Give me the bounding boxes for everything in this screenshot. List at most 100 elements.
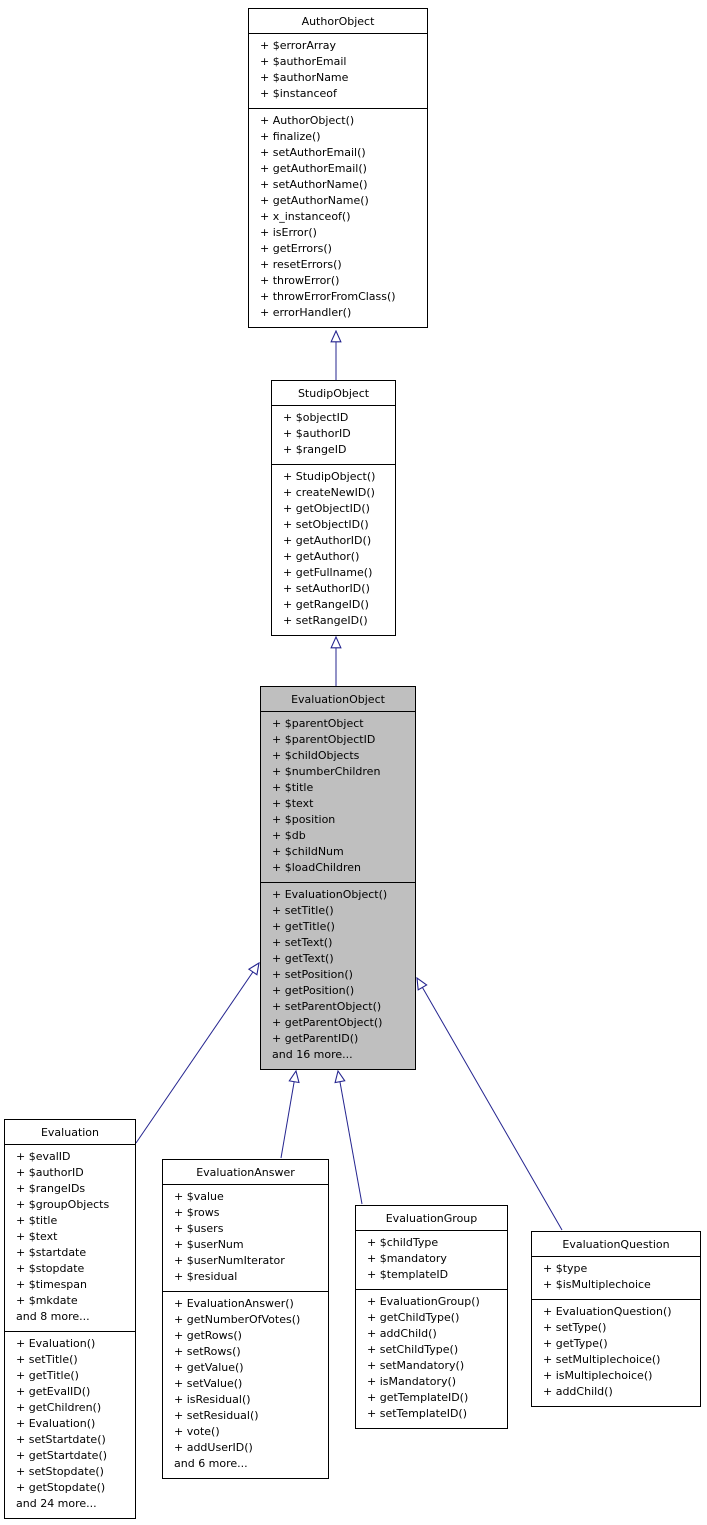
member-row: + $mandatory (367, 1252, 447, 1265)
member-row: + getTemplateID() (367, 1391, 469, 1404)
member-row: + setValue() (174, 1377, 243, 1390)
member-row: + StudipObject() (283, 470, 376, 483)
member-row: + getType() (543, 1337, 608, 1350)
methods-compartment: + EvaluationObject()+ setTitle()+ getTit… (261, 883, 415, 1069)
member-row: + Evaluation() (16, 1337, 96, 1350)
inheritance-arrow-evaluationgroup-to-evaluationobject (338, 1071, 363, 1205)
fields-compartment: + $childType+ $mandatory+ $templateID (356, 1231, 507, 1290)
member-row: + getAuthorID() (283, 534, 372, 547)
member-row: + $timespan (16, 1278, 87, 1291)
class-box-studipobject[interactable]: StudipObject + $objectID+ $authorID+ $ra… (271, 380, 396, 636)
member-row: + $value (174, 1190, 224, 1203)
member-row: + $userNum (174, 1238, 244, 1251)
member-row: + $mkdate (16, 1294, 78, 1307)
member-row: + $type (543, 1262, 588, 1275)
fields-compartment: + $value+ $rows+ $users+ $userNum+ $user… (163, 1185, 328, 1292)
member-row: + $rows (174, 1206, 220, 1219)
member-row: + getEvalID() (16, 1385, 91, 1398)
member-row: + $childObjects (272, 749, 360, 762)
member-row: + throwErrorFromClass() (260, 290, 396, 303)
member-row: + EvaluationQuestion() (543, 1305, 672, 1318)
member-row: + setMandatory() (367, 1359, 465, 1372)
member-row: and 16 more... (272, 1048, 353, 1061)
member-row: + isMultiplechoice() (543, 1369, 653, 1382)
member-row: + EvaluationGroup() (367, 1295, 480, 1308)
member-row: + $objectID (283, 411, 349, 424)
class-title[interactable]: EvaluationObject (261, 687, 415, 712)
member-row: + $authorName (260, 71, 349, 84)
member-row: + setObjectID() (283, 518, 369, 531)
member-row: + EvaluationObject() (272, 888, 388, 901)
member-row: + setRangeID() (283, 614, 368, 627)
member-row: + isError() (260, 226, 317, 239)
member-row: + finalize() (260, 130, 321, 143)
class-title[interactable]: EvaluationAnswer (163, 1160, 328, 1185)
inheritance-arrow-evaluationquestion-to-evaluationobject (417, 978, 563, 1231)
member-row: + $startdate (16, 1246, 87, 1259)
member-row: + resetErrors() (260, 258, 342, 271)
member-row: + setPosition() (272, 968, 353, 981)
class-title[interactable]: StudipObject (272, 381, 395, 406)
member-row: + $parentObjectID (272, 733, 376, 746)
member-row: + setTitle() (16, 1353, 78, 1366)
class-title[interactable]: EvaluationGroup (356, 1206, 507, 1231)
class-box-evaluationquestion[interactable]: EvaluationQuestion + $type+ $isMultiplec… (531, 1231, 701, 1407)
class-box-evaluation[interactable]: Evaluation + $evalID+ $authorID+ $rangeI… (4, 1119, 136, 1519)
member-row: + getAuthor() (283, 550, 360, 563)
member-row: + addChild() (367, 1327, 437, 1340)
member-row: + getParentID() (272, 1032, 359, 1045)
member-row: + getStopdate() (16, 1481, 106, 1494)
member-row: + setMultiplechoice() (543, 1353, 661, 1366)
member-row: and 24 more... (16, 1497, 97, 1510)
methods-compartment: + EvaluationQuestion() + setType() + getTy… (532, 1300, 700, 1406)
member-row: + setChildType() (367, 1343, 459, 1356)
class-title[interactable]: AuthorObject (249, 9, 427, 34)
methods-compartment: + EvaluationGroup()+ getChildType()+ add… (356, 1290, 507, 1428)
member-row: + getTitle() (272, 920, 335, 933)
member-row: + isResidual() (174, 1393, 251, 1406)
member-row: + AuthorObject() (260, 114, 355, 127)
member-row: + $rangeID (283, 443, 347, 456)
class-box-evaluationanswer[interactable]: EvaluationAnswer + $value+ $rows+ $users… (162, 1159, 329, 1479)
member-row: + Evaluation() (16, 1417, 96, 1430)
member-row: + $rangeIDs (16, 1182, 86, 1195)
fields-compartment: + $errorArray+ $authorEmail+ $authorName… (249, 34, 427, 109)
inheritance-arrow-evaluation-to-evaluationobject (135, 963, 259, 1144)
member-row: + $userNumIterator (174, 1254, 285, 1267)
member-row: and 6 more... (174, 1457, 248, 1470)
member-row: + addUserID() (174, 1441, 253, 1454)
methods-compartment: + StudipObject()+ createNewID()+ getObje… (272, 465, 395, 635)
member-row: + $title (16, 1214, 58, 1227)
member-row: + setText() (272, 936, 333, 949)
class-title[interactable]: Evaluation (5, 1120, 135, 1145)
member-row: + setStartdate() (16, 1433, 106, 1446)
member-row: + setAuthorEmail() (260, 146, 366, 159)
member-row: + $errorArray (260, 39, 336, 52)
member-row: + setStopdate() (16, 1465, 104, 1478)
member-row: + getAuthorName() (260, 194, 369, 207)
member-row: + setAuthorName() (260, 178, 368, 191)
class-box-authorobject[interactable]: AuthorObject + $errorArray+ $authorEmail… (248, 8, 428, 328)
member-row: + getTitle() (16, 1369, 79, 1382)
member-row: + x_instanceof() (260, 210, 351, 223)
methods-compartment: + AuthorObject() + finalize() + setAuthorE… (249, 109, 427, 327)
member-row: + getParentObject() (272, 1016, 383, 1029)
member-row: + $db (272, 829, 306, 842)
member-row: + getFullname() (283, 566, 373, 579)
class-title[interactable]: EvaluationQuestion (532, 1232, 700, 1257)
member-row: + getErrors() (260, 242, 332, 255)
member-row: + $numberChildren (272, 765, 381, 778)
class-box-evaluationgroup[interactable]: EvaluationGroup + $childType+ $mandatory… (355, 1205, 508, 1429)
methods-compartment: + EvaluationAnswer()+ getNumberOfVotes()… (163, 1292, 328, 1478)
member-row: + getValue() (174, 1361, 244, 1374)
member-row: + getObjectID() (283, 502, 370, 515)
member-row: + $text (16, 1230, 58, 1243)
class-box-evaluationobject[interactable]: EvaluationObject + $parentObject+ $paren… (260, 686, 416, 1070)
member-row: + getText() (272, 952, 334, 965)
member-row: + setType() (543, 1321, 607, 1334)
member-row: + $text (272, 797, 314, 810)
member-row: + getNumberOfVotes() (174, 1313, 301, 1326)
inheritance-arrow-evaluationanswer-to-evaluationobject (280, 1071, 296, 1159)
member-row: + $groupObjects (16, 1198, 110, 1211)
fields-compartment: + $objectID+ $authorID+ $rangeID (272, 406, 395, 465)
